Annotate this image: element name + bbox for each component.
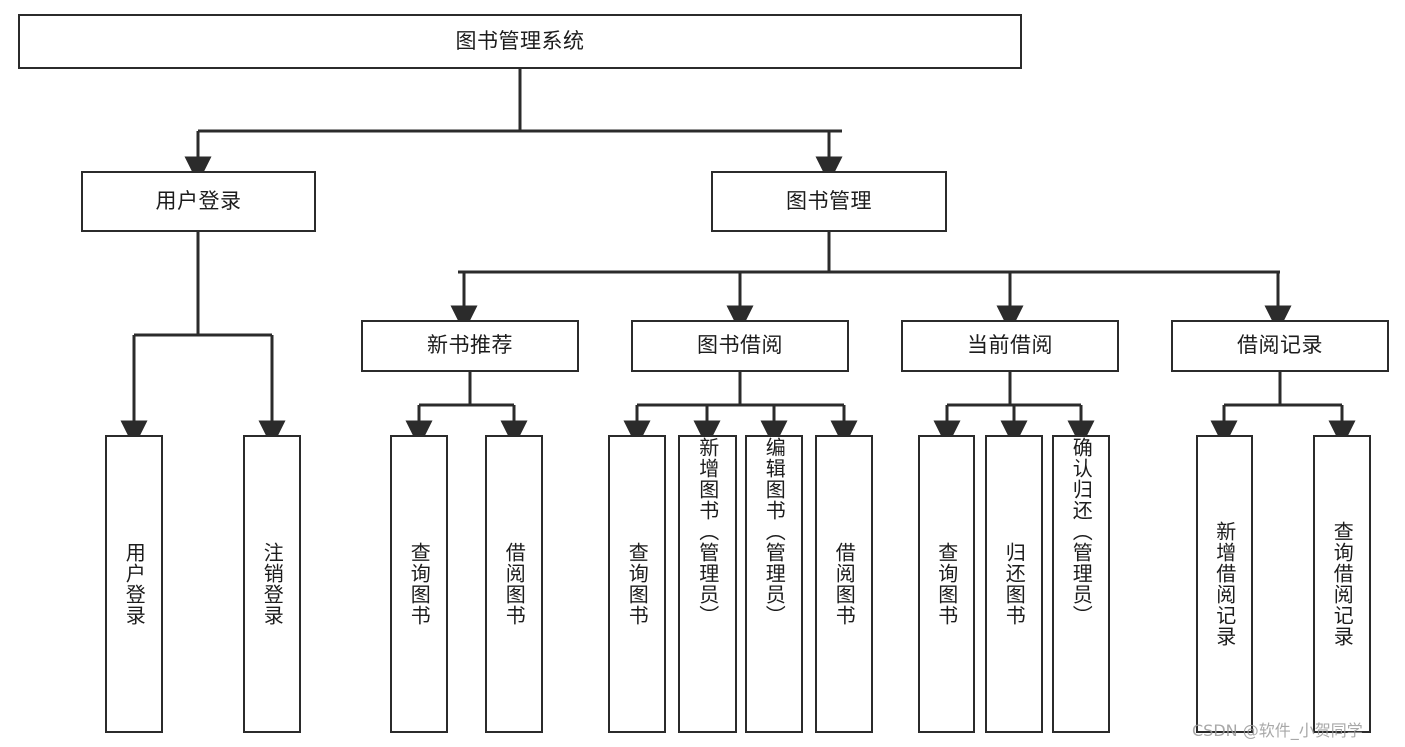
node-new-book-recommend-label: 新书推荐 bbox=[427, 333, 513, 358]
node-leaf-confirm-return-label: 确认归还（管理员） bbox=[1069, 437, 1094, 626]
node-root-label: 图书管理系统 bbox=[455, 28, 585, 53]
node-leaf-query-book-3[interactable]: 查询图书 bbox=[918, 435, 975, 733]
node-leaf-user-login[interactable]: 用户登录 bbox=[105, 435, 163, 733]
node-book-manage-label: 图书管理 bbox=[786, 188, 872, 213]
node-borrow-records[interactable]: 借阅记录 bbox=[1171, 320, 1389, 372]
node-user-login[interactable]: 用户登录 bbox=[81, 171, 316, 232]
node-leaf-query-book-3-label: 查询图书 bbox=[934, 542, 959, 626]
node-leaf-edit-book[interactable]: 编辑图书（管理员） bbox=[745, 435, 803, 733]
node-leaf-query-record[interactable]: 查询借阅记录 bbox=[1313, 435, 1371, 733]
node-book-borrow[interactable]: 图书借阅 bbox=[631, 320, 849, 372]
node-current-borrow[interactable]: 当前借阅 bbox=[901, 320, 1119, 372]
node-leaf-query-book-1-label: 查询图书 bbox=[407, 542, 432, 626]
node-leaf-borrow-book-2-label: 借阅图书 bbox=[832, 542, 857, 626]
node-new-book-recommend[interactable]: 新书推荐 bbox=[361, 320, 579, 372]
node-root[interactable]: 图书管理系统 bbox=[18, 14, 1022, 69]
node-leaf-query-book-2[interactable]: 查询图书 bbox=[608, 435, 666, 733]
node-leaf-user-login-label: 用户登录 bbox=[122, 542, 147, 626]
node-borrow-records-label: 借阅记录 bbox=[1237, 333, 1323, 358]
node-leaf-add-book[interactable]: 新增图书（管理员） bbox=[678, 435, 737, 733]
node-leaf-logout[interactable]: 注销登录 bbox=[243, 435, 301, 733]
node-leaf-logout-label: 注销登录 bbox=[260, 542, 285, 626]
node-leaf-add-record-label: 新增借阅记录 bbox=[1212, 521, 1237, 647]
node-leaf-query-record-label: 查询借阅记录 bbox=[1330, 521, 1355, 647]
node-current-borrow-label: 当前借阅 bbox=[967, 333, 1053, 358]
node-leaf-borrow-book-1[interactable]: 借阅图书 bbox=[485, 435, 543, 733]
node-book-borrow-label: 图书借阅 bbox=[697, 333, 783, 358]
node-book-manage[interactable]: 图书管理 bbox=[711, 171, 947, 232]
node-leaf-query-book-2-label: 查询图书 bbox=[625, 542, 650, 626]
node-leaf-query-book-1[interactable]: 查询图书 bbox=[390, 435, 448, 733]
node-leaf-edit-book-label: 编辑图书（管理员） bbox=[762, 437, 787, 626]
node-leaf-borrow-book-1-label: 借阅图书 bbox=[502, 542, 527, 626]
node-leaf-return-book[interactable]: 归还图书 bbox=[985, 435, 1043, 733]
node-leaf-add-book-label: 新增图书（管理员） bbox=[695, 437, 720, 626]
node-leaf-return-book-label: 归还图书 bbox=[1002, 542, 1027, 626]
node-leaf-add-record[interactable]: 新增借阅记录 bbox=[1196, 435, 1253, 733]
node-leaf-confirm-return[interactable]: 确认归还（管理员） bbox=[1052, 435, 1110, 733]
node-leaf-borrow-book-2[interactable]: 借阅图书 bbox=[815, 435, 873, 733]
node-user-login-label: 用户登录 bbox=[155, 188, 242, 213]
